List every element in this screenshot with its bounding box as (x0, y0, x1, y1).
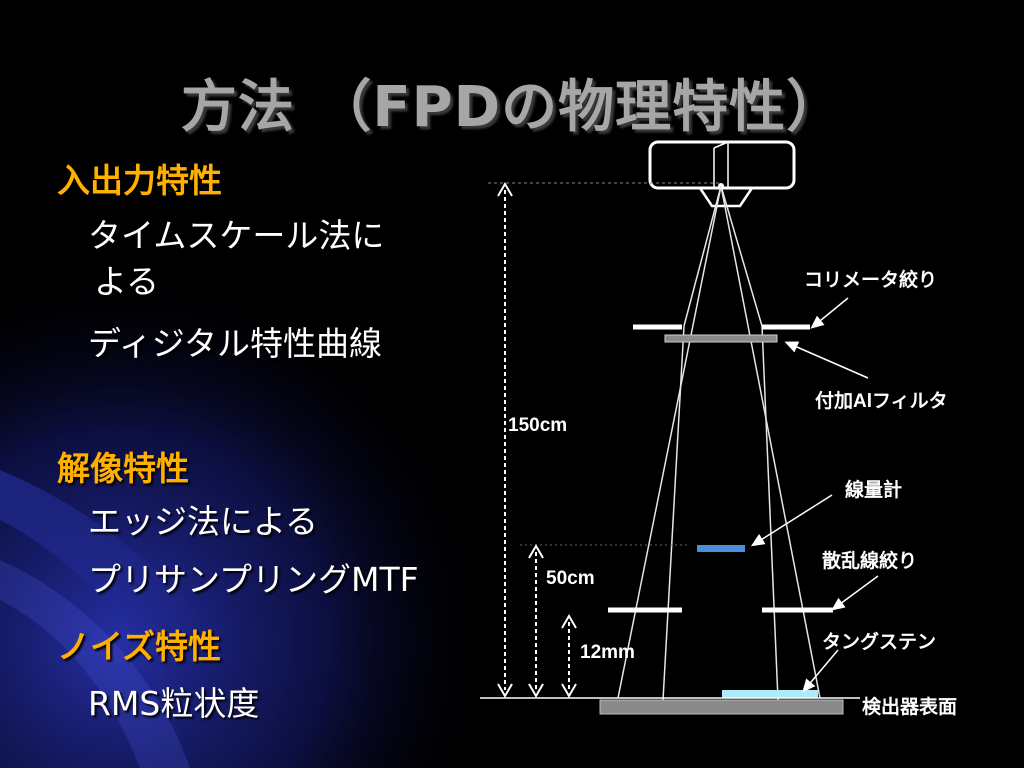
slide-title: 方法 （FPDの物理特性） (180, 75, 844, 140)
heading-resolution-characteristics: 解像特性 (57, 449, 189, 488)
item-timescale-method: タイムスケール法に (88, 216, 385, 255)
label-scatter-stop: 散乱線絞り (822, 549, 917, 572)
dimension-50cm (528, 544, 544, 698)
label-12mm: 12mm (580, 642, 635, 663)
leader-tungsten (802, 649, 839, 693)
leader-filter (784, 341, 869, 379)
label-detector-surface: 検出器表面 (862, 695, 957, 718)
heading-noise-characteristics: ノイズ特性 (57, 627, 222, 666)
xray-tube (648, 140, 796, 208)
detector (599, 699, 844, 715)
label-collimator: コリメータ絞り (804, 268, 937, 291)
tungsten-edge (722, 690, 818, 698)
leader-scatter-stop (831, 575, 879, 611)
item-digital-characteristic-curve: ディジタル特性曲線 (88, 324, 383, 363)
dimension-12mm (561, 614, 577, 698)
al-filter (664, 334, 778, 343)
label-al-filter: 付加Alフィルタ (815, 389, 948, 412)
label-tungsten: タングステン (822, 630, 936, 653)
item-edge-method: エッジ法による (88, 502, 319, 541)
label-150cm: 150cm (508, 415, 567, 436)
item-timescale-method-cont: よる (94, 262, 160, 301)
item-presampling-mtf: プリサンプリングMTF (88, 560, 419, 599)
dosimeter (697, 545, 745, 552)
leader-dosimeter (750, 494, 833, 547)
dimension-150cm (497, 182, 513, 698)
label-dosimeter: 線量計 (845, 478, 902, 501)
label-50cm: 50cm (546, 568, 595, 589)
item-rms-granularity: RMS粒状度 (88, 684, 260, 723)
xray-beam (617, 185, 821, 701)
heading-io-characteristics: 入出力特性 (57, 161, 222, 200)
leader-collimator (810, 297, 849, 329)
